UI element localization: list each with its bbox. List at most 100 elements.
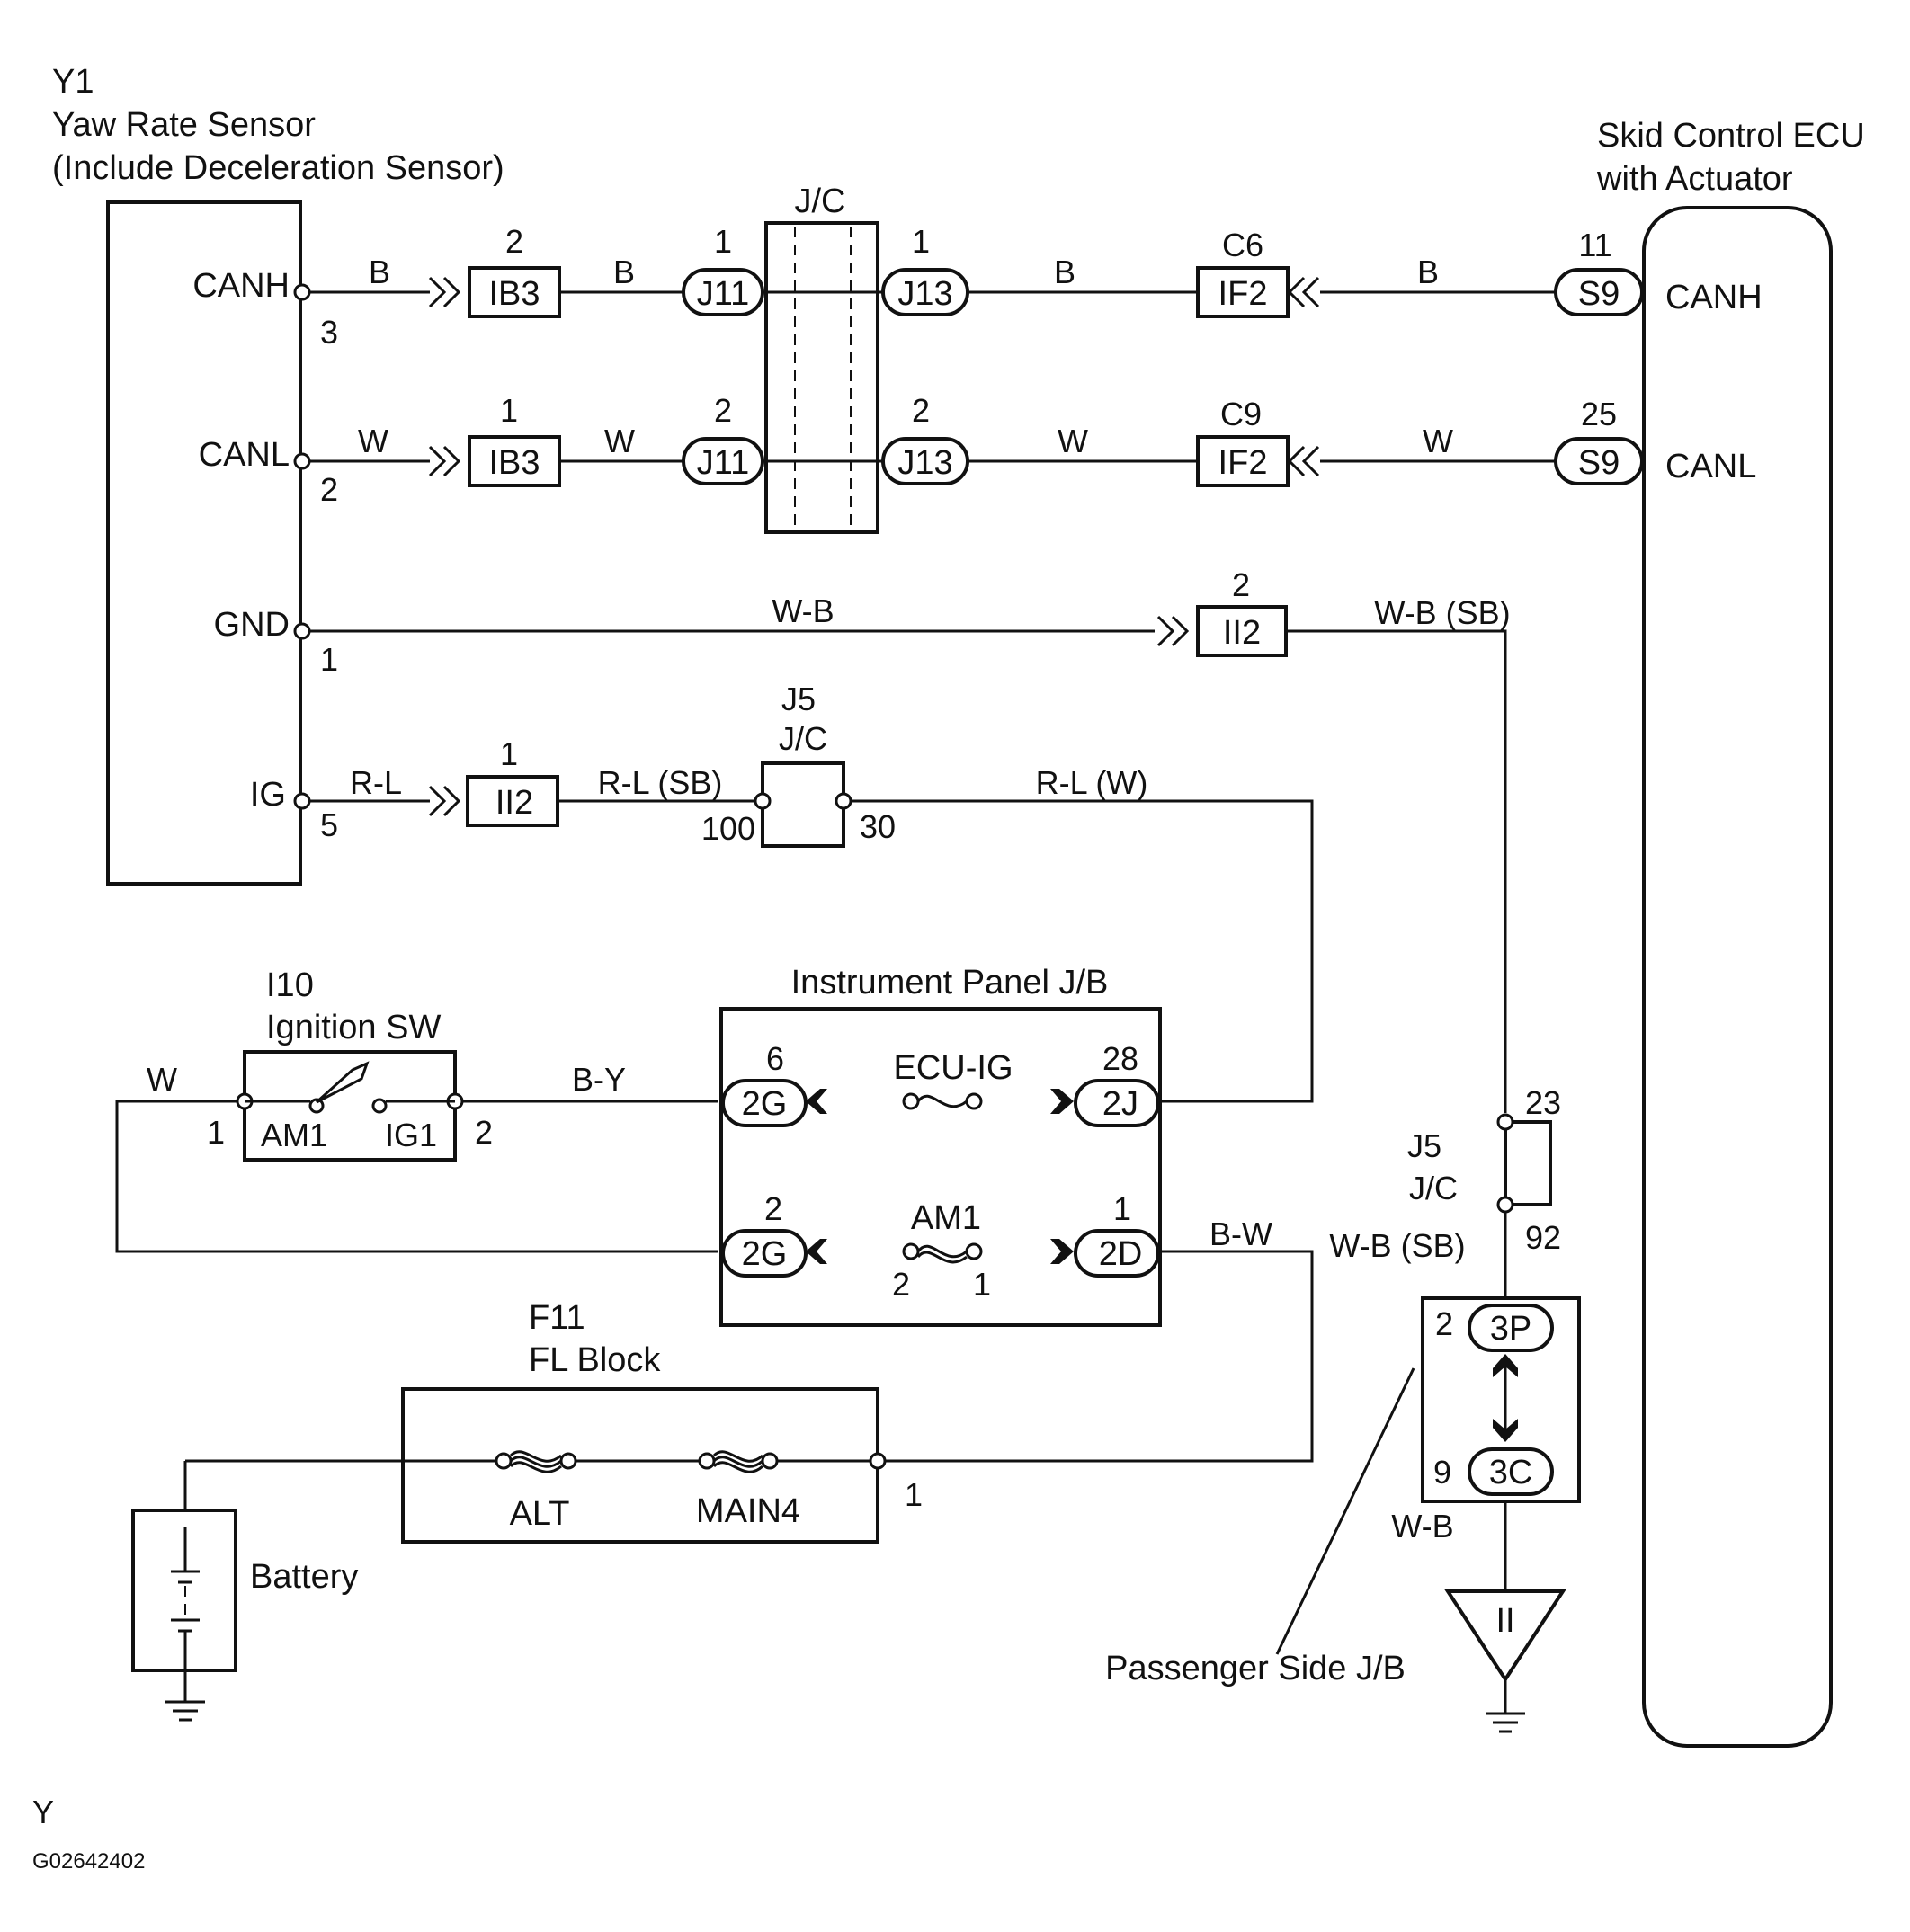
canh-c2-pin: 1 [714,223,732,260]
j5-right-junction: 23 92 J5 J/C W-B (SB) [1329,1084,1561,1264]
fl-code: F11 [529,1299,585,1337]
ecu-title-line2: with Actuator [1596,160,1793,198]
pjb-title: Passenger Side J/B [1105,1650,1406,1687]
pin-gnd-number: 1 [320,641,338,678]
canl-c2: J11 [697,444,749,482]
yaw-sensor-code: Y1 [52,63,94,101]
fl-pin: 1 [905,1476,923,1513]
ignition-code: I10 [266,966,314,1004]
ig-wire1: R-L [350,764,402,801]
j5r-pin-top: 23 [1525,1084,1561,1121]
canh-c4-code: C6 [1222,227,1263,263]
ecu-pin-canh: CANH [1665,279,1763,316]
ip-fuse2-pin-right: 1 [973,1266,991,1303]
canl-line: W 1 IB3 W 2 J11 2 J13 W C9 IF2 W 25 S9 [358,392,1644,487]
ig-c1: II2 [495,784,533,822]
ip-fuse1: ECU-IG [894,1049,1013,1087]
ground-point-label: II [1495,1602,1514,1640]
ignition-wire-out: B-Y [572,1061,626,1098]
ip-c2: 2J [1102,1085,1138,1123]
gnd-wire1: W-B [772,592,834,629]
ig-j5-in-pin: 100 [701,810,755,847]
can-junction-connector: J/C [764,183,879,534]
pjb-bot-pin: 9 [1433,1454,1451,1491]
canh-c3-pin: 1 [912,223,930,260]
j5r-code: J5 [1407,1127,1441,1164]
yaw-sensor-note: (Include Deceleration Sensor) [52,149,504,187]
ig-wire2: R-L (SB) [598,764,723,801]
gnd-c1-pin: 2 [1232,566,1250,603]
ground-icon [1486,1712,1525,1733]
j5r-pin-bot: 92 [1525,1219,1561,1256]
ig-j5-code: J5 [781,681,816,717]
canl-c2-pin: 2 [714,392,732,429]
canl-c3: J13 [897,444,952,482]
ignition-switch: I10 Ignition SW AM1 IG1 1 2 W B-Y [147,966,626,1162]
pin-gnd-label: GND [214,606,290,644]
canl-wire2: W [604,423,635,459]
pin-ig-label: IG [250,776,286,814]
canl-c4-code: C9 [1220,396,1262,432]
pin-canh-label: CANH [192,267,290,305]
gnd-line: W-B 2 II2 W-B (SB) [772,566,1511,657]
pjb-wire-out: W-B [1391,1508,1453,1545]
canl-c3-pin: 2 [912,392,930,429]
canh-c5-pin: 11 [1578,227,1611,263]
ip-c3-pin: 2 [764,1190,782,1227]
ip-c3: 2G [742,1235,788,1273]
canh-c2: J11 [697,275,749,313]
canh-wire3: B [1054,254,1075,290]
ignition-name: Ignition SW [266,1009,441,1046]
canl-c5: S9 [1578,444,1620,482]
skid-control-ecu: Skid Control ECU with Actuator CANH CANL [1596,117,1865,1748]
jc-label: J/C [795,183,846,220]
canl-c1-pin: 1 [500,392,518,429]
ig-j5-out-pin: 30 [860,808,896,845]
ecu-title-line1: Skid Control ECU [1597,117,1865,155]
battery-icon [171,1570,200,1633]
fl-fuse1: ALT [510,1495,570,1533]
ip-fuse2: AM1 [911,1199,981,1237]
battery: Battery [131,1509,358,1722]
yaw-sensor-name: Yaw Rate Sensor [52,106,316,144]
canh-line: B 2 IB3 B 1 J11 1 J13 B C6 IF2 B 11 S9 [369,223,1644,318]
canh-wire1: B [369,254,390,290]
fl-block: F11 FL Block ALT MAIN4 1 [401,1299,923,1544]
ig-wire3: R-L (W) [1036,764,1148,801]
ignition-wire-in: W [147,1061,177,1098]
fl-name: FL Block [529,1341,661,1379]
pin-canl-number: 2 [320,471,338,508]
canl-wire1: W [358,423,388,459]
ignition-am1: AM1 [261,1117,327,1153]
ground-icon [165,1700,205,1722]
ip-c4: 2D [1099,1235,1143,1273]
canh-c1: IB3 [488,275,540,313]
pin-canh-number: 3 [320,314,338,351]
ignition-pin-out: 2 [475,1114,493,1151]
canl-c4: IF2 [1218,444,1268,482]
gnd-c1: II2 [1223,614,1261,652]
pjb-bot: 3C [1489,1454,1533,1491]
ig-j5-name: J/C [779,720,827,757]
ecu-pin-canl: CANL [1665,448,1756,485]
j5r-wire-below: W-B (SB) [1329,1227,1465,1264]
canh-c3: J13 [897,275,952,313]
canl-c1: IB3 [488,444,540,482]
ip-wire-out: B-W [1209,1215,1272,1252]
ip-jb-title: Instrument Panel J/B [791,964,1109,1002]
canl-c5-pin: 25 [1581,396,1617,432]
ip-c2-pin: 28 [1102,1040,1138,1077]
ip-c1: 2G [742,1085,788,1123]
ignition-pin-in: 1 [207,1114,225,1151]
canl-wire4: W [1423,423,1453,459]
ip-c1-pin: 6 [766,1040,784,1077]
battery-label: Battery [250,1558,358,1596]
ig-c1-pin: 1 [500,735,518,772]
canh-c1-pin: 2 [505,223,523,260]
pin-canl-label: CANL [199,436,290,474]
pjb-top-pin: 2 [1435,1305,1453,1342]
canh-c4: IF2 [1218,275,1268,313]
ig-line: R-L 1 II2 R-L (SB) J5 J/C 100 30 R-L (W) [350,681,1148,848]
canl-wire3: W [1058,423,1088,459]
